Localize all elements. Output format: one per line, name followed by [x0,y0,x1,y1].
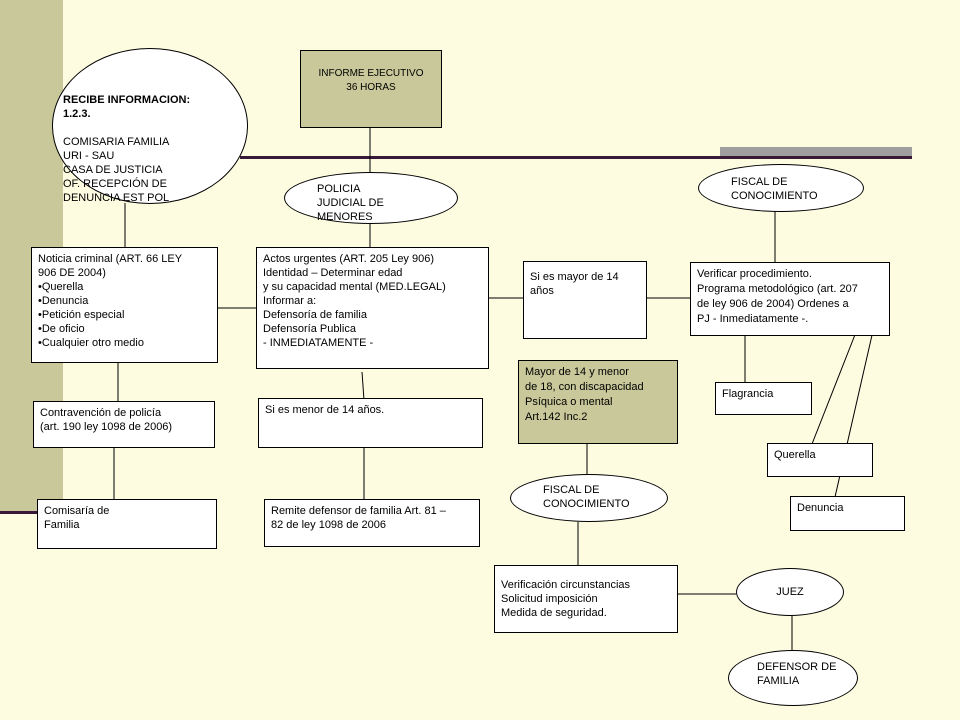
contravencion-box: Contravención de policía (art. 190 ley 1… [33,401,215,448]
mayor-14-discapacidad-box: Mayor de 14 y menor de 18, con discapaci… [518,360,678,444]
juez-oval: JUEZ [736,568,844,616]
remite-defensor-box: Remite defensor de familia Art. 81 – 82 … [264,499,480,547]
flagrancia-box: Flagrancia [715,382,812,415]
defensor-familia-oval: DEFENSOR DE FAMILIA [728,650,858,706]
recibe-informacion-title: RECIBE INFORMACION: 1.2.3. [63,94,191,120]
connector [361,371,365,401]
si-menor-14-box: Si es menor de 14 años. [258,398,483,448]
querella-box: Querella [767,443,873,477]
recibe-informacion-oval: RECIBE INFORMACION: 1.2.3. COMISARIA FAM… [52,48,248,204]
top-divider-line [240,156,912,159]
informe-ejecutivo-box: INFORME EJECUTIVO 36 HORAS [300,50,442,128]
top-divider-accent [720,147,912,156]
fiscal-conocimiento-mid-oval: FISCAL DE CONOCIMIENTO [510,474,668,522]
noticia-criminal-box: Noticia criminal (ART. 66 LEY 906 DE 200… [31,247,218,363]
policia-judicial-oval: POLICIA JUDICIAL DE MENORES [284,172,458,224]
verificar-procedimiento-box: Verificar procedimiento. Programa metodo… [690,262,890,336]
verificacion-circunstancias-box: Verificación circunstancias Solicitud im… [494,565,678,633]
bottom-divider-line [0,511,40,514]
connector [811,321,861,445]
si-mayor-14-box: Si es mayor de 14 años [523,261,647,339]
fiscal-conocimiento-top-oval: FISCAL DE CONOCIMIENTO [698,164,864,212]
denuncia-box: Denuncia [790,496,905,531]
recibe-informacion-list: COMISARIA FAMILIA URI - SAU CASA DE JUST… [63,136,170,204]
actos-urgentes-box: Actos urgentes (ART. 205 Ley 906) Identi… [256,247,489,369]
comisaria-familia-box: Comisaría de Familia [37,499,217,549]
